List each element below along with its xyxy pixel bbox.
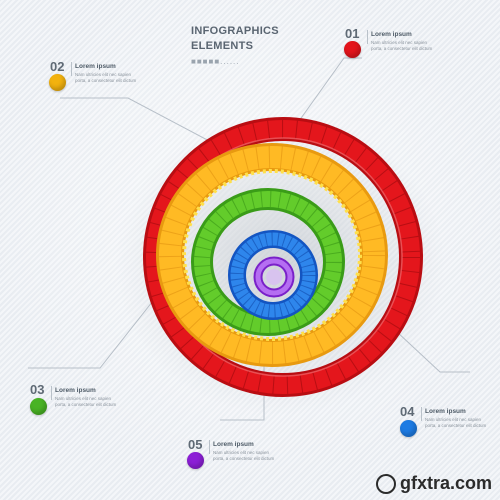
item-separator-05	[209, 440, 210, 454]
item-number-04: 04	[400, 404, 415, 419]
ring-green	[191, 188, 345, 336]
leader-line-01	[293, 57, 362, 129]
item-number-05: 05	[188, 437, 203, 452]
leader-line-02	[60, 97, 231, 153]
item-number-02: 02	[50, 59, 65, 74]
item-number-01: 01	[345, 26, 360, 41]
item-separator-03	[51, 386, 52, 400]
item-heading-05: Lorem ipsum	[213, 441, 254, 448]
item-text-01: Nam ultricies elit nec sapien porta, a c…	[371, 40, 433, 51]
item-heading-04: Lorem ipsum	[425, 408, 466, 415]
globe-icon	[375, 473, 396, 494]
item-block-01: Lorem ipsum Nam ultricies elit nec sapie…	[371, 31, 435, 52]
item-number-03: 03	[30, 382, 45, 397]
item-dot-04	[400, 420, 417, 437]
item-dot-01	[344, 41, 361, 58]
ring-blue	[228, 230, 318, 320]
item-block-05: Lorem ipsum Nam ultricies elit nec sapie…	[213, 441, 277, 462]
watermark-text: gfxtra.com	[399, 473, 492, 493]
item-block-04: Lorem ipsum Nam ultricies elit nec sapie…	[425, 408, 489, 429]
item-heading-02: Lorem ipsum	[75, 63, 116, 70]
item-dot-02	[49, 74, 66, 91]
ring-purple	[253, 256, 295, 298]
item-text-04: Nam ultricies elit nec sapien porta, a c…	[425, 417, 487, 428]
item-text-03: Nam ultricies elit nec sapien porta, a c…	[55, 396, 117, 407]
item-heading-03: Lorem ipsum	[55, 387, 96, 394]
item-separator-04	[421, 407, 422, 421]
item-text-05: Nam ultricies elit nec sapien porta, a c…	[213, 450, 275, 461]
ring-orange	[156, 143, 388, 367]
item-separator-02	[71, 62, 72, 76]
title-block: INFOGRAPHICS ELEMENTS	[191, 24, 279, 54]
item-dot-03	[30, 398, 47, 415]
item-separator-01	[367, 30, 368, 44]
item-block-03: Lorem ipsum Nam ultricies elit nec sapie…	[55, 387, 119, 408]
watermark: gfxtra.com	[375, 473, 492, 494]
item-dot-05	[187, 452, 204, 469]
item-text-02: Nam ultricies elit nec sapien porta, a c…	[75, 72, 137, 83]
item-heading-01: Lorem ipsum	[371, 31, 412, 38]
item-block-02: Lorem ipsum Nam ultricies elit nec sapie…	[75, 63, 139, 84]
title-line-2: ELEMENTS	[191, 40, 254, 52]
title-dots: ■■■■■......	[191, 57, 240, 66]
title-line-1: INFOGRAPHICS	[191, 25, 279, 37]
